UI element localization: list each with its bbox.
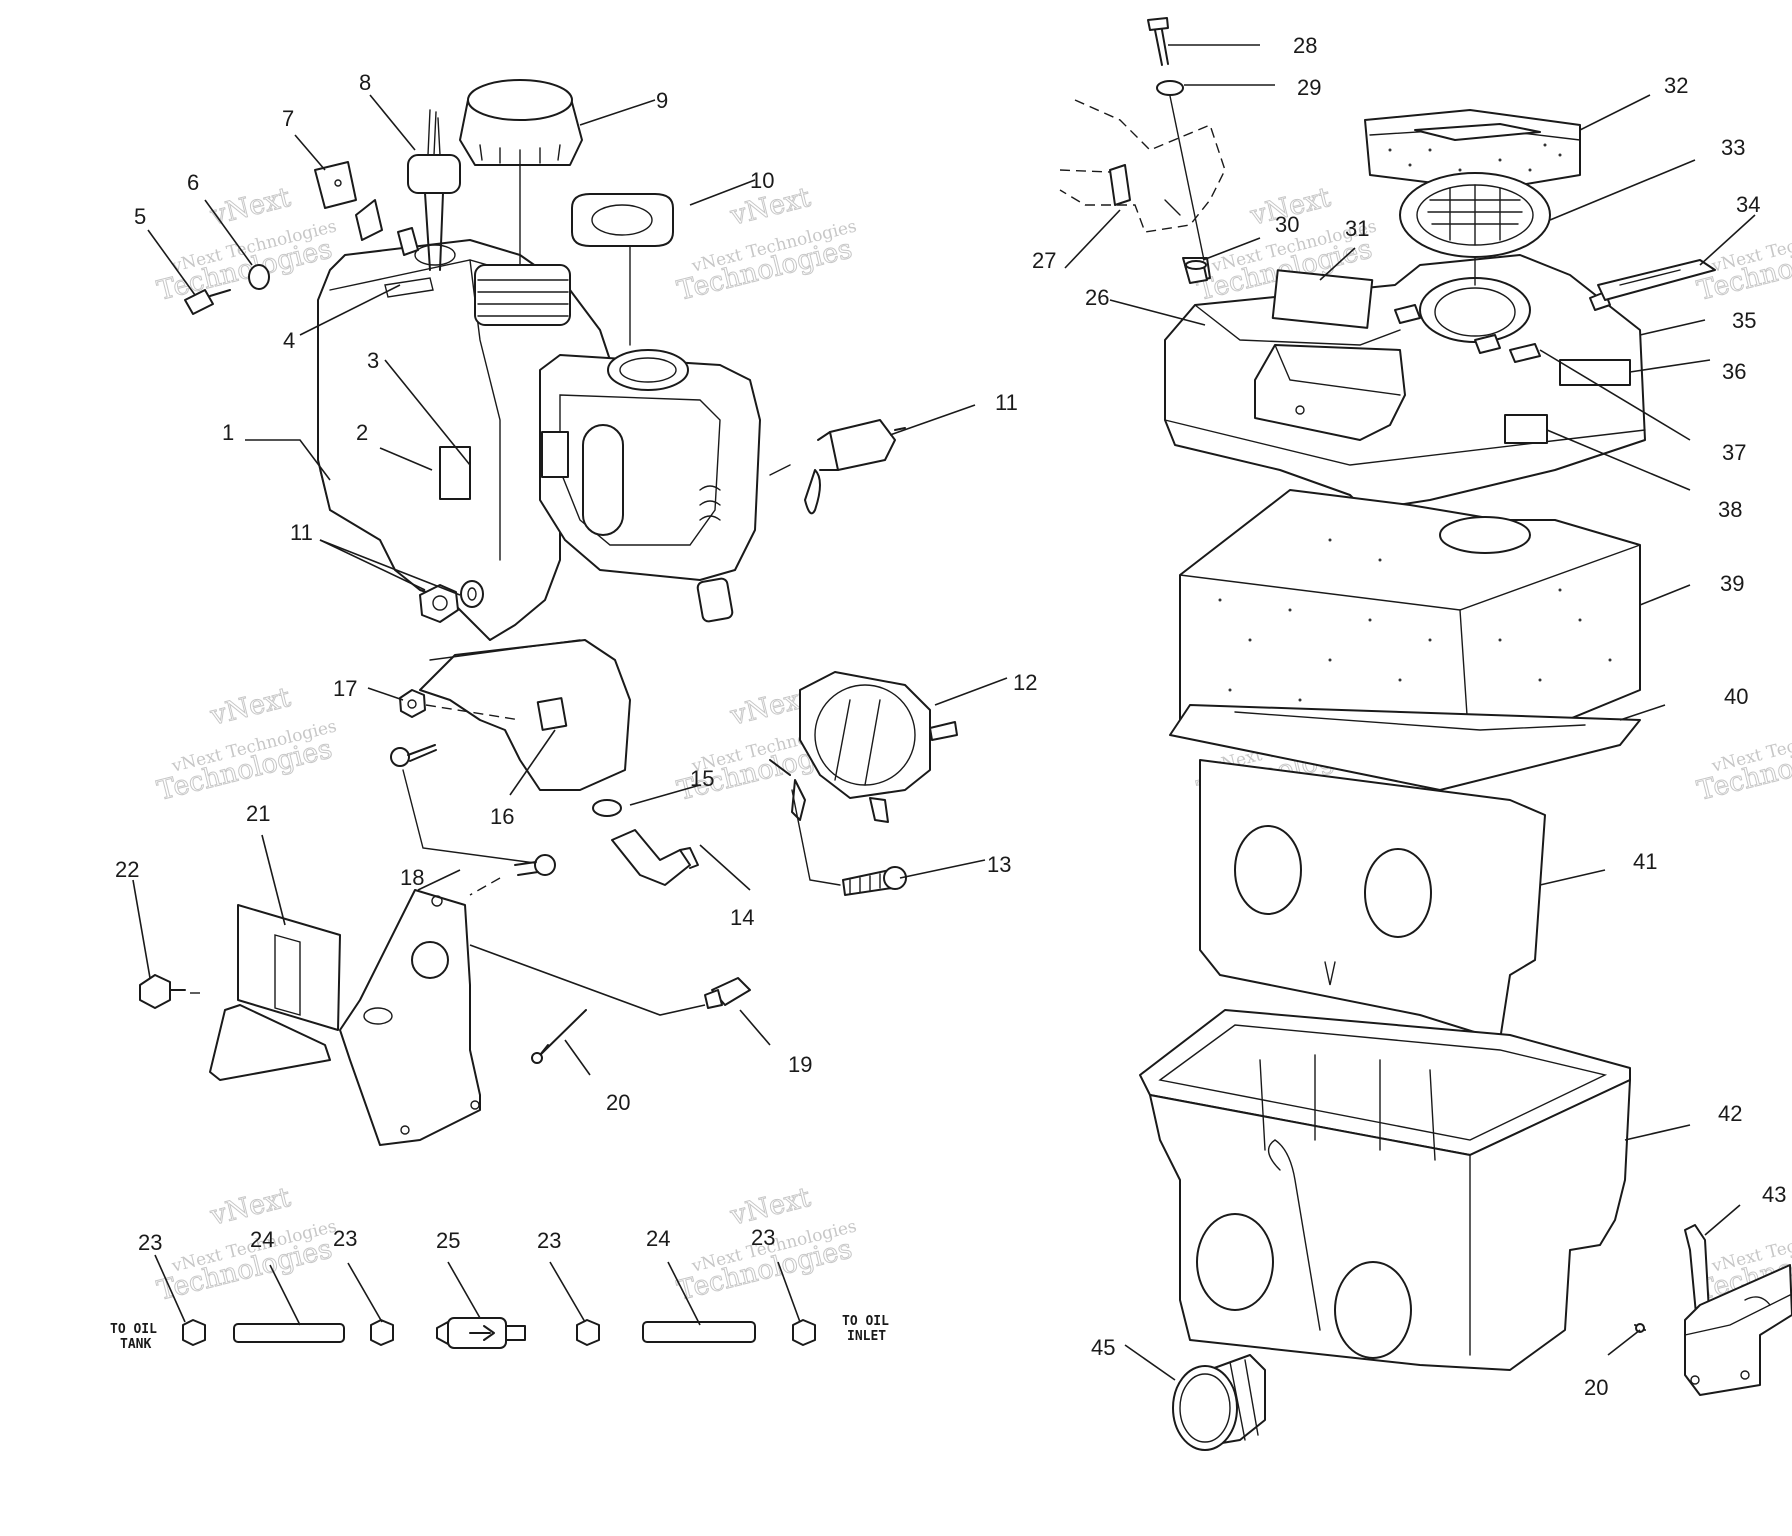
foam-pad-part xyxy=(1364,109,1581,191)
nut-part xyxy=(399,689,521,721)
grommet-part xyxy=(1184,260,1208,284)
callout-label: 11 xyxy=(290,520,313,545)
airbox-lid-part xyxy=(1164,239,1646,511)
callout-label: 12 xyxy=(1013,670,1037,695)
callout-label: 7 xyxy=(282,106,294,131)
watermark: Technologies vNext Technologies xyxy=(1694,716,1792,807)
screw-part xyxy=(390,744,556,896)
fuel-valve-part xyxy=(769,419,906,515)
oil-line-row: TO OIL TANK TO OIL INLET xyxy=(110,1314,889,1352)
intake-hose-part xyxy=(1059,99,1226,233)
nut-washer-part xyxy=(419,580,484,623)
small-hardware-group xyxy=(184,161,419,315)
callout-label: 30 xyxy=(1275,212,1299,237)
watermark: Technologies vNext Technologies xyxy=(1694,216,1792,307)
gasket-part xyxy=(571,193,674,346)
air-filter-part xyxy=(1179,489,1641,761)
callout-label: 26 xyxy=(1085,285,1109,310)
callout-label: 13 xyxy=(987,852,1011,877)
leader-lines xyxy=(132,44,1756,1381)
callout-label: 29 xyxy=(1297,75,1321,100)
callout-label: 14 xyxy=(730,905,754,930)
callout-label: 36 xyxy=(1722,359,1746,384)
filter-gasket-part xyxy=(1169,704,1641,791)
callout-label: 10 xyxy=(750,168,774,193)
tank-cap-part xyxy=(459,79,583,266)
callout-label: 8 xyxy=(359,70,371,95)
callout-label: 16 xyxy=(490,804,514,829)
foam-texture xyxy=(1388,143,1562,172)
airbox-base-part xyxy=(1139,1009,1631,1371)
watermark: Technologies vNext Technologies vNext xyxy=(154,181,339,307)
callout-label: 15 xyxy=(690,766,714,791)
callout-label: 22 xyxy=(115,857,139,882)
callout-label: 41 xyxy=(1633,849,1657,874)
watermark-text: vNext xyxy=(207,682,294,732)
callout-label: 31 xyxy=(1345,216,1369,241)
callout-label: 25 xyxy=(436,1228,460,1253)
callout-label: 23 xyxy=(333,1226,357,1251)
callout-label: 24 xyxy=(250,1227,274,1252)
retainer-part xyxy=(139,974,205,1009)
callout-label: 23 xyxy=(751,1225,775,1250)
mount-bracket-part xyxy=(209,889,481,1146)
watermark: Technologies vNext Technologies vNext xyxy=(154,681,339,807)
side-bracket-part xyxy=(1634,1224,1792,1396)
callout-label: 34 xyxy=(1736,192,1760,217)
callout-label: 19 xyxy=(788,1052,812,1077)
to-oil-tank-note: TANK xyxy=(120,1337,151,1352)
callout-label: 17 xyxy=(333,676,357,701)
callout-label: 45 xyxy=(1091,1335,1115,1360)
callout-label: 9 xyxy=(656,88,668,113)
hose-clamp-part xyxy=(704,977,751,1009)
screen-part xyxy=(1399,172,1551,258)
callout-label: 27 xyxy=(1032,248,1056,273)
fuel-gauge-part xyxy=(407,109,461,271)
baffle-plate-part xyxy=(1199,759,1546,1041)
callout-label: 20 xyxy=(1584,1375,1608,1400)
callout-label: 21 xyxy=(246,801,270,826)
callout-labels: 1 2 3 4 5 6 7 8 9 10 11 11 12 13 14 15 1… xyxy=(115,33,1786,1400)
callout-label: 18 xyxy=(400,865,424,890)
foam-texture xyxy=(1218,538,1612,702)
callout-label: 24 xyxy=(646,1226,670,1251)
fuel-pump-part xyxy=(769,671,958,886)
callout-label: 32 xyxy=(1664,73,1688,98)
callout-label: 40 xyxy=(1724,684,1748,709)
callout-label: 3 xyxy=(367,348,379,373)
strap-part xyxy=(1597,259,1716,301)
elbow-fitting-part xyxy=(592,799,699,886)
to-oil-tank-note: TO OIL xyxy=(110,1322,157,1337)
callout-label: 37 xyxy=(1722,440,1746,465)
callout-label: 23 xyxy=(138,1230,162,1255)
to-oil-inlet-note: TO OIL xyxy=(842,1314,889,1329)
callout-label: 33 xyxy=(1721,135,1745,160)
callout-label: 6 xyxy=(187,170,199,195)
callout-label: 4 xyxy=(283,328,295,353)
to-oil-inlet-note: INLET xyxy=(847,1329,886,1344)
callout-label: 1 xyxy=(222,420,234,445)
callout-label: 35 xyxy=(1732,308,1756,333)
callout-label: 42 xyxy=(1718,1101,1742,1126)
callout-label: 11 xyxy=(995,390,1018,415)
callout-label: 5 xyxy=(134,204,146,229)
callout-label: 23 xyxy=(537,1228,561,1253)
callout-label: 43 xyxy=(1762,1182,1786,1207)
intake-duct-part xyxy=(1172,1354,1266,1451)
callout-label: 38 xyxy=(1718,497,1742,522)
watermark-text: vNext xyxy=(207,1182,294,1232)
callout-label: 28 xyxy=(1293,33,1317,58)
watermark: Technologies vNext Technologies vNext xyxy=(154,1181,339,1307)
screw-washer-part xyxy=(1147,17,1211,283)
pump-screw-part xyxy=(842,866,907,896)
callout-label: 20 xyxy=(606,1090,630,1115)
clip-pin-part xyxy=(531,1009,587,1064)
callout-label: 39 xyxy=(1720,571,1744,596)
watermark-text: vNext xyxy=(207,182,294,232)
oil-tank-part xyxy=(317,239,761,791)
callout-label: 2 xyxy=(356,420,368,445)
